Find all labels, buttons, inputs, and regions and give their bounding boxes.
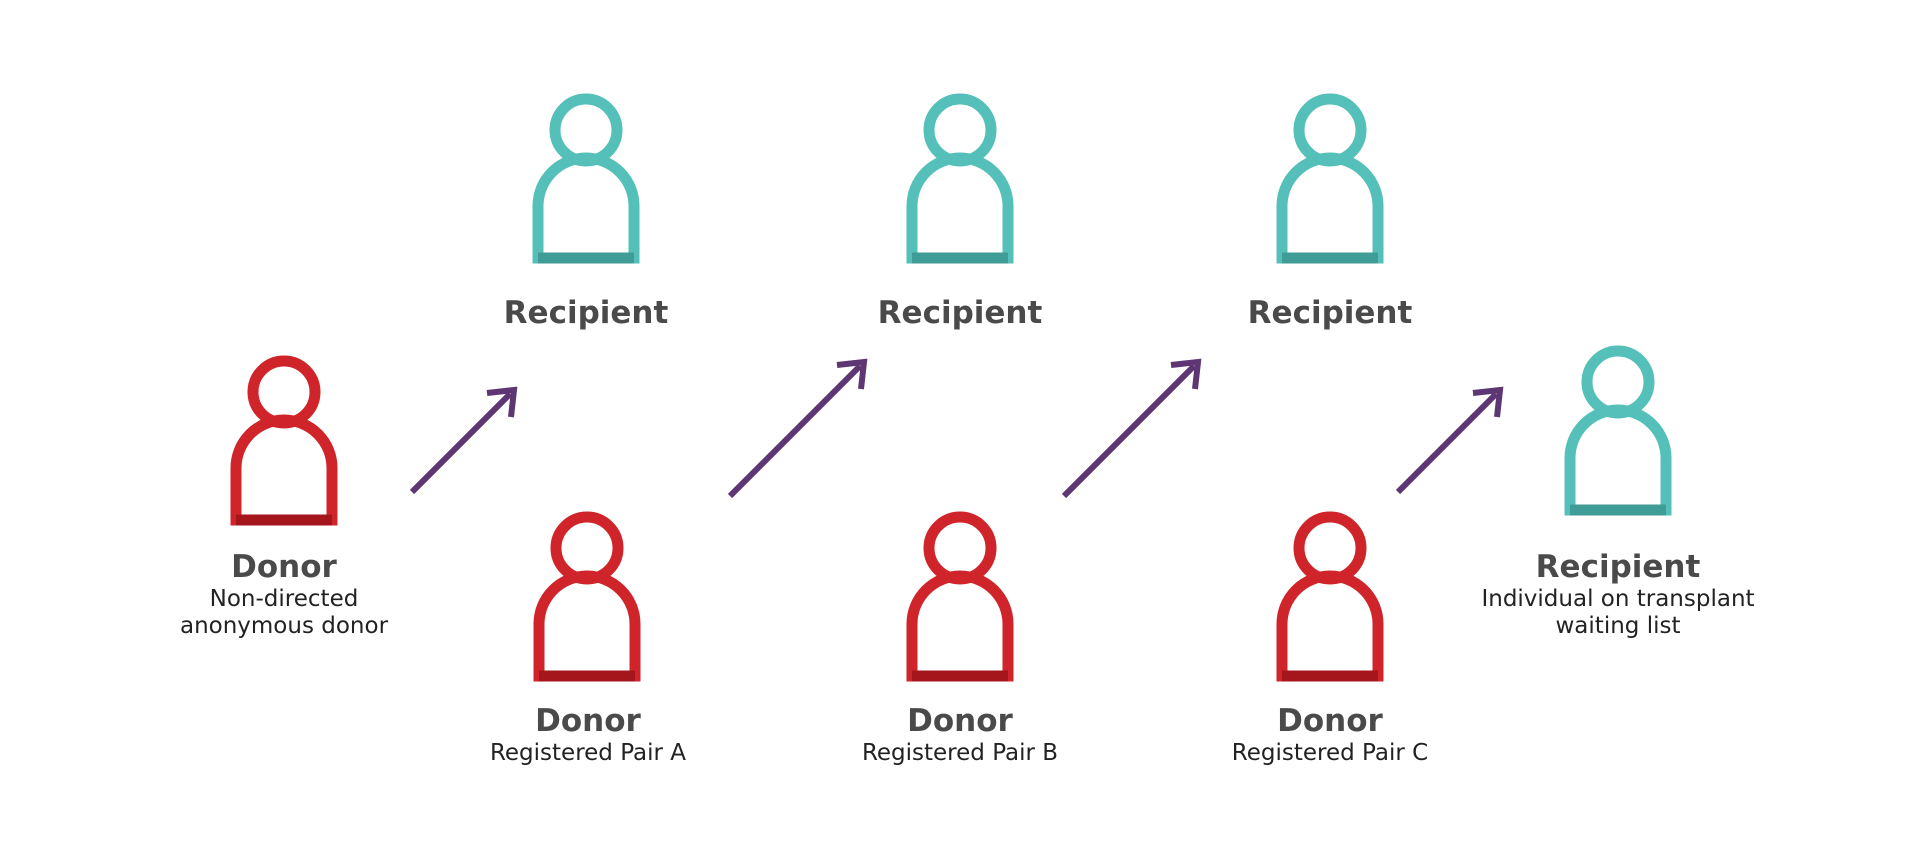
donor-title: Donor bbox=[535, 703, 641, 739]
donor-title: Donor bbox=[231, 549, 337, 585]
recipient-description-line: Individual on transplant bbox=[1481, 586, 1755, 612]
donor-person-icon bbox=[533, 511, 641, 682]
donor-description-line: anonymous donor bbox=[179, 613, 389, 639]
donor-description-line: Non-directed bbox=[209, 586, 359, 612]
donor-person-icon bbox=[1276, 511, 1384, 682]
recipient-person-icon bbox=[532, 93, 640, 264]
recipient-person-icon bbox=[906, 93, 1014, 264]
donor-title: Donor bbox=[907, 703, 1013, 739]
recipient-title: Recipient bbox=[503, 295, 669, 331]
recipient-title: Recipient bbox=[1535, 549, 1701, 585]
recipient-person-icon bbox=[1564, 345, 1672, 516]
donor-person-icon bbox=[230, 355, 338, 526]
recipient-label-waiting-list: Recipient Individual on transplant waiti… bbox=[1438, 548, 1798, 640]
arrow-up-right-icon bbox=[727, 358, 868, 499]
recipient-label-2: Recipient bbox=[780, 294, 1140, 332]
donor-description-line: Registered Pair C bbox=[1231, 740, 1429, 766]
recipient-person-icon bbox=[1276, 93, 1384, 264]
recipient-title: Recipient bbox=[1247, 295, 1413, 331]
donor-label-pair-a: Donor Registered Pair A bbox=[408, 702, 768, 767]
arrow-up-right-icon bbox=[1061, 358, 1202, 499]
recipient-title: Recipient bbox=[877, 295, 1043, 331]
donor-label-pair-b: Donor Registered Pair B bbox=[780, 702, 1140, 767]
recipient-description-line: waiting list bbox=[1555, 613, 1681, 639]
donor-description-line: Registered Pair B bbox=[861, 740, 1059, 766]
arrow-up-right-icon bbox=[1395, 386, 1504, 495]
donor-description-line: Registered Pair A bbox=[489, 740, 687, 766]
recipient-label-3: Recipient bbox=[1150, 294, 1510, 332]
donor-title: Donor bbox=[1277, 703, 1383, 739]
recipient-label-1: Recipient bbox=[406, 294, 766, 332]
donor-person-icon bbox=[906, 511, 1014, 682]
donor-label-anonymous: Donor Non-directed anonymous donor bbox=[104, 548, 464, 640]
donor-label-pair-c: Donor Registered Pair C bbox=[1150, 702, 1510, 767]
arrow-up-right-icon bbox=[409, 386, 518, 495]
